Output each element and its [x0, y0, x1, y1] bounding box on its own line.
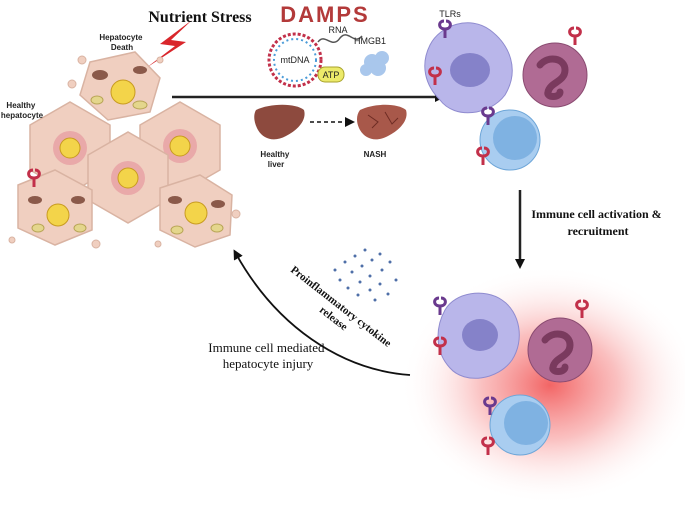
- healthy-hepatocyte-label: Healthy hepatocyte: [1, 101, 44, 120]
- nash-label: NASH: [364, 150, 387, 159]
- nash-liver-icon: [357, 104, 407, 140]
- lightning-bolt-icon: [146, 20, 192, 68]
- injury-label: Immune cell mediated hepatocyte injury: [208, 340, 327, 371]
- activation-label: Immune cell activation & recruitment: [531, 207, 664, 238]
- dying-hepatocyte-bottom-left: [8, 168, 101, 249]
- healthy-hepatocyte-bottom: [87, 131, 169, 224]
- damps-title: DAMPS: [280, 2, 369, 27]
- damps-atp-label: ATP: [323, 70, 340, 80]
- healthy-liver-icon: [254, 104, 305, 140]
- hmgb1-icon: [360, 51, 389, 76]
- lymphocyte-top: [476, 106, 541, 171]
- diagram-title: Nutrient Stress: [148, 9, 251, 26]
- tlrs-label: TLRs: [439, 9, 461, 19]
- hepatocyte-death-label: Hepatocyte Death: [99, 33, 144, 52]
- macrophage-top: [424, 19, 513, 114]
- macrophage-bottom: [433, 292, 520, 379]
- neutrophil-top: [522, 26, 588, 108]
- dying-hepatocyte-top: [67, 51, 164, 121]
- mtdna-icon: [267, 32, 323, 88]
- dying-hepatocyte-bottom-right: [154, 174, 241, 248]
- healthy-liver-label: Healthy liver: [260, 150, 291, 169]
- damps-mtdna-label: mtDNA: [281, 55, 310, 65]
- cytokine-dots: [333, 248, 398, 302]
- inflammation-glow: [400, 265, 685, 505]
- damps-hmgb1-label: HMGB1: [354, 36, 386, 46]
- arrow-injury: [233, 249, 411, 376]
- damps-group: [267, 32, 389, 88]
- atp-badge: [317, 66, 345, 83]
- hepatocyte-cluster: [8, 51, 241, 249]
- neutrophil-bottom: [527, 299, 593, 383]
- damps-rna-label: RNA: [328, 25, 347, 35]
- lymphocyte-bottom: [481, 394, 551, 457]
- rna-icon: [317, 34, 363, 44]
